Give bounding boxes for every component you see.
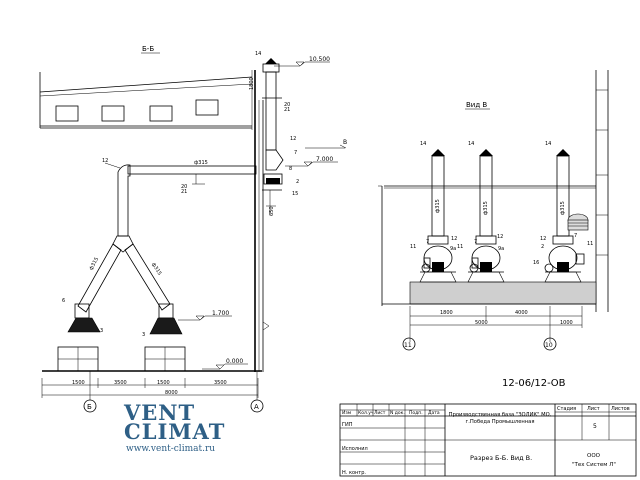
level-floor: 0.000 <box>226 358 243 365</box>
tb-col-list: Лист <box>587 406 600 412</box>
logo-url: www.vent-climat.ru <box>126 444 216 454</box>
y-branch: ф315 ф315 <box>77 235 171 313</box>
r2-size: ф315 <box>483 201 489 215</box>
dim-2: 3500 <box>114 380 127 386</box>
tb-company-1: ООО <box>587 453 601 459</box>
tb-h-list: Лист <box>374 410 386 416</box>
r2-cap: 14 <box>468 141 474 147</box>
tb-col-stadiya: Стадия <box>557 406 576 412</box>
fan-label: 7 <box>294 150 297 156</box>
dim-1: 1500 <box>72 380 85 386</box>
view-dim-2: 4000 <box>515 310 528 316</box>
main-duct: ф315 <box>127 160 257 185</box>
r1-base: 9a <box>450 246 456 252</box>
drop-node-label: 12 <box>102 158 108 164</box>
hood-left: 6 3 <box>62 298 103 334</box>
section-dimensions: 1500 3500 1500 3500 8000 Б А <box>41 371 264 413</box>
tb-h-data: Дата <box>428 410 440 416</box>
r2-fan: 12 <box>497 234 503 240</box>
riser-mark: 20 <box>284 102 290 108</box>
section-label: Б-Б <box>142 45 154 53</box>
level-marks: 10.500 7.000 1.700 0.000 <box>178 56 338 370</box>
lower-dim: 650 <box>269 206 275 216</box>
axis-a: А <box>254 403 259 411</box>
right-fan-label: 11 <box>587 241 593 247</box>
r1-valve: 7 <box>426 239 429 245</box>
level-duct: 7.000 <box>316 156 333 163</box>
tb-sheet-title: Разрез Б-Б. Вид В. <box>470 454 532 462</box>
view-label: Вид В <box>466 101 487 109</box>
view-dim-4: 5000 <box>475 320 488 326</box>
axis-10: 10 <box>545 342 553 349</box>
tb-h-podp: Подп. <box>409 410 423 416</box>
drawing-code: 12-06/12-ОВ <box>502 378 566 389</box>
valve-label: 8 <box>289 166 292 172</box>
view-riser-3 <box>544 149 589 283</box>
r1-left: 11 <box>410 244 416 250</box>
side-label: 2 <box>296 179 299 185</box>
view-riser-1 <box>419 149 457 283</box>
bend-sub-label: 21 <box>181 189 187 195</box>
fan-node-label: 12 <box>290 136 296 142</box>
hood-left-label: 3 <box>100 328 103 334</box>
r2-valve: 7 <box>474 239 477 245</box>
r3-left: 2 <box>541 244 544 250</box>
riser-mark-sub: 21 <box>284 107 290 113</box>
r2-base: 9a <box>498 246 504 252</box>
hood-left-node-label: 6 <box>62 298 65 304</box>
r1-size: ф315 <box>435 199 441 213</box>
r3-base: 16 <box>533 260 539 266</box>
hood-right: 3 <box>142 303 183 338</box>
r3-cap: 14 <box>545 141 551 147</box>
view-wall <box>378 70 609 312</box>
view-dimensions: 1800 4000 1000 5000 11 10 <box>402 306 583 351</box>
dim-4: 3500 <box>214 380 227 386</box>
hood-right-label: 3 <box>142 332 145 338</box>
equipment <box>57 346 186 372</box>
tb-h-koluch: Кол.уч <box>358 410 374 416</box>
dim-3: 1500 <box>157 380 170 386</box>
building-wall <box>254 70 270 372</box>
riser-cap-label: 14 <box>255 51 261 57</box>
logo-line-1: VENT <box>124 400 196 425</box>
view-dim-3: 1000 <box>560 320 573 326</box>
r3-size: ф315 <box>560 201 566 215</box>
tb-sheet-number: 5 <box>593 423 597 430</box>
tb-company-2: "Тех Систем Л" <box>572 462 616 468</box>
lower-label: 15 <box>292 191 298 197</box>
vent-climat-logo: VENT CLIMAT www.vent-climat.ru <box>122 400 224 458</box>
tb-role-gip: ГИП <box>342 422 353 428</box>
r1-cap: 14 <box>420 141 426 147</box>
roof-truss <box>39 70 253 130</box>
tb-h-izm: Изм <box>342 410 351 416</box>
dim-total: 8000 <box>165 390 178 396</box>
tb-col-listov: Листов <box>611 406 630 412</box>
r2-left: 11 <box>457 244 463 250</box>
drop-duct: 12 20 21 <box>102 158 187 237</box>
axis-11: 11 <box>404 342 412 349</box>
r3-fan: 12 <box>540 236 546 242</box>
roof-riser <box>262 58 284 214</box>
title-block <box>339 403 637 477</box>
r3-valve: 7 <box>574 233 577 239</box>
tb-role-isp: Исполнил <box>342 446 368 452</box>
view-dim-1: 1800 <box>440 310 453 316</box>
level-hood: 1.700 <box>212 310 229 317</box>
riser-height: 1800 <box>249 77 255 90</box>
logo-line-2: CLIMAT <box>124 419 226 444</box>
view-riser-labels: 14 ф315 12 7 11 9a 14 ф315 12 7 11 9a 14… <box>410 141 593 266</box>
main-duct-size: ф315 <box>194 160 208 166</box>
bend-label: 20 <box>181 184 187 190</box>
tb-h-ndok: N док. <box>390 410 405 416</box>
view-floor <box>382 281 597 305</box>
view-riser-2 <box>467 149 505 283</box>
direction-label: В <box>343 139 347 146</box>
level-roof: 10.500 <box>309 56 330 63</box>
r1-fan: 12 <box>451 236 457 242</box>
tb-role-nk: Н. контр. <box>342 470 366 476</box>
left-branch-size: ф315 <box>88 256 100 271</box>
axis-b: Б <box>87 403 92 411</box>
tb-project: Производственная база "ЗОЛИК" МО, г.Побе… <box>448 412 552 425</box>
